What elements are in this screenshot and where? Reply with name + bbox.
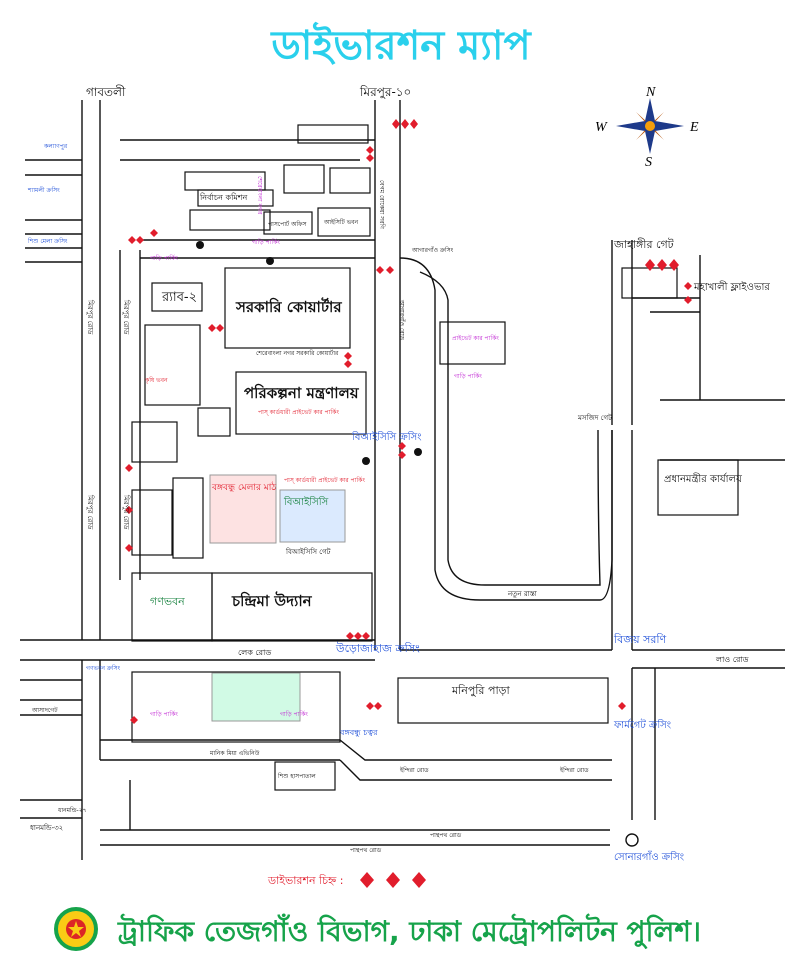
label-agargaon-crossing: আগারগাঁও ক্রসিং bbox=[411, 246, 454, 254]
label-asad-gate: আসাদগেট bbox=[31, 706, 58, 714]
label-bicc-gate: বিআইসিসি গেট bbox=[285, 547, 331, 556]
building-blocks bbox=[131, 124, 739, 791]
label-panthapath-a: পান্থপথ রোড bbox=[430, 832, 462, 839]
label-dhanmondi2: ধানমন্ডি-২৭ bbox=[58, 807, 87, 814]
label-mirpur-road-a: মিরপুর রোড bbox=[86, 299, 94, 335]
label-planning-parking: পাস্ কার্ডধারী প্রাইভেট কার পার্কিং bbox=[258, 408, 339, 416]
label-pm-office: প্রধানমন্ত্রীর কার্যালয় bbox=[664, 472, 743, 485]
label-farmgate: ফার্মগেট ক্রসিং bbox=[613, 718, 671, 731]
label-ictower: আইসিটি ভবন bbox=[323, 218, 359, 226]
label-krishi: কৃষি ভবন bbox=[144, 377, 168, 384]
label-parking-general-1: গাড়ি পার্কিং bbox=[150, 255, 178, 262]
diversion-markers bbox=[125, 119, 692, 724]
label-ganabhaban: গণভবন bbox=[150, 595, 185, 608]
compass-w: W bbox=[595, 120, 608, 135]
legend-marker-3 bbox=[412, 872, 426, 888]
footer-credit: ট্রাফিক তেজগাঁও বিভাগ, ঢাকা মেট্রোপলিটন … bbox=[118, 915, 702, 948]
label-children-hospital: শিশু হাসপাতাল bbox=[277, 773, 316, 780]
label-parking-private: প্রাইভেট কার পার্কিং bbox=[452, 334, 499, 342]
dmp-badge-icon bbox=[52, 905, 100, 953]
label-panthapath-b: পান্থপথ রোড bbox=[350, 847, 382, 854]
checkpoint-dots bbox=[196, 241, 422, 465]
label-new-road: নতুন রাস্তা bbox=[507, 590, 538, 598]
label-sarkari: সরকারি কোয়ার্টার bbox=[235, 297, 342, 316]
label-shere-bangla: শেরেবাংলা নগর bbox=[256, 176, 263, 215]
label-planning: পরিকল্পনা মন্ত্রণালয় bbox=[244, 383, 360, 402]
label-mohakhali: মহাখালী ফ্লাইওভার bbox=[693, 280, 770, 293]
bicc-photo bbox=[279, 489, 346, 543]
label-fair-ground: বঙ্গবন্ধু মেলার মাঠ bbox=[211, 481, 276, 493]
label-agargaon-road: আগারগাঁও রোড bbox=[398, 299, 406, 340]
label-bijoy-sarani: বিজয় সরণি bbox=[613, 633, 667, 646]
label-mirpur-road-c: মিরপুর রোড bbox=[86, 494, 94, 530]
label-parking-general-4: গাড়ি পার্কিং bbox=[280, 711, 308, 718]
label-urojahaj: উড়োজাহাজ ক্রসিং bbox=[335, 642, 420, 655]
label-indira-b: ইন্দিরা রোড bbox=[559, 767, 589, 774]
fair-ground-photo bbox=[209, 474, 277, 544]
label-manik-mia: মানিক মিয়া এভিনিউ bbox=[209, 749, 260, 757]
map-title: ডাইভারশন ম্যাপ bbox=[271, 23, 531, 69]
label-jahangir-gate: জাহাঙ্গীর গেট bbox=[613, 238, 675, 251]
label-bicc-crossing: বিআইসিসি ক্রসিং bbox=[351, 431, 422, 443]
label-mirpur-road-d: মিরপুর রোড bbox=[122, 494, 130, 530]
label-mirpur10: মিরপুর-১০ bbox=[359, 85, 411, 100]
label-shishumela: শিশু মেলা ক্রসিং bbox=[27, 238, 68, 245]
label-mirpur-road-b: মিরপুর রোড bbox=[122, 299, 130, 335]
sonargaon-roundabout bbox=[625, 833, 639, 847]
label-parking-general-3: গাড়ি পার্কিং bbox=[150, 711, 178, 718]
label-quarter-east: শেরেবাংলা নগর সরকারি কোয়ার্টার bbox=[256, 349, 339, 357]
label-shyamoli: শ্যামলী ক্রসিং bbox=[27, 186, 60, 194]
label-begum-rokeya: বেগম রোকেয়া সরণি bbox=[378, 180, 385, 229]
label-parking-general-5: গাড়ি পার্কিং bbox=[454, 373, 482, 380]
label-indira-a: ইন্দিরা রোড bbox=[399, 767, 429, 774]
label-election: নির্বাচন কমিশন bbox=[199, 193, 248, 202]
label-passport: পাসপোর্ট অফিস bbox=[268, 220, 307, 228]
legend-marker-2 bbox=[386, 872, 400, 888]
label-gabtoli: গাবতলী bbox=[86, 85, 126, 99]
label-bicc-parking: পাস্ কার্ডধারী প্রাইভেট কার পার্কিং bbox=[284, 476, 365, 484]
label-lau-road: লাও রোড bbox=[715, 655, 749, 664]
label-sonargaon: সোনারগাঁও ক্রসিং bbox=[614, 850, 684, 863]
label-rab2: র‍্যাব-২ bbox=[161, 290, 197, 305]
compass-n: N bbox=[645, 85, 656, 100]
parliament-photo bbox=[211, 672, 301, 722]
compass-e: E bbox=[689, 120, 699, 135]
compass-rose: N E S W bbox=[595, 85, 699, 170]
label-bicc: বিআইসিসি bbox=[283, 496, 329, 508]
label-dhanmondi: ধানমন্ডি-৩২ bbox=[30, 824, 63, 832]
photo-placeholders bbox=[209, 474, 346, 722]
label-manipuri: মনিপুরি পাড়া bbox=[451, 684, 510, 697]
legend-marker-1 bbox=[360, 872, 374, 888]
label-chandrima: চন্দ্রিমা উদ্যান bbox=[231, 591, 313, 610]
label-kallyanpur: কল্যাণপুর bbox=[43, 143, 68, 150]
legend-label: ডাইভারশন চিহ্ন : bbox=[267, 874, 343, 887]
label-mosque-gate: মসজিদ গেট bbox=[577, 413, 612, 422]
road-network bbox=[20, 100, 785, 860]
label-bangabandhu-square: বঙ্গবন্ধু চত্বর bbox=[339, 728, 378, 737]
label-ganabhaban-crossing: গণভবন ক্রসিং bbox=[86, 665, 121, 672]
label-lake-road: লেক রোড bbox=[238, 648, 271, 657]
compass-s: S bbox=[645, 155, 652, 170]
legend: ডাইভারশন চিহ্ন : bbox=[267, 872, 426, 888]
label-parking-general-2: গাড়ি পার্কিং bbox=[252, 239, 280, 246]
